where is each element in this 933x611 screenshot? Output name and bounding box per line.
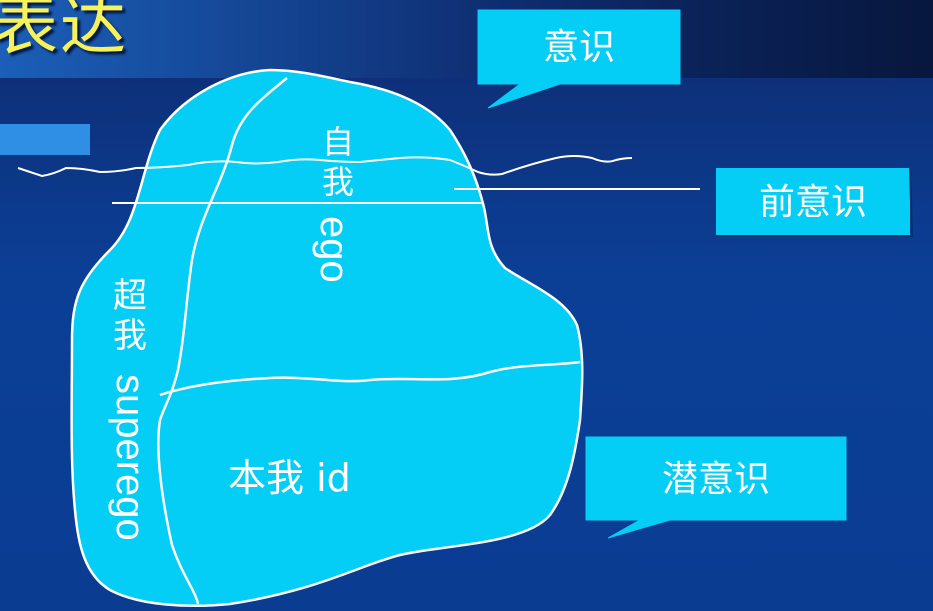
ego-chinese-label: 自我 (321, 123, 354, 201)
superego-english-label: superego (108, 374, 152, 541)
id-boundary-line (159, 360, 581, 397)
ego-english-label: ego (312, 216, 356, 283)
conscious-label: 意识 (542, 27, 615, 68)
ego-superego-divider (157, 77, 288, 605)
waterline (17, 155, 633, 178)
unconscious-callout-shape (585, 436, 847, 539)
preconscious-box-shadow (716, 167, 914, 237)
title-band (0, 0, 933, 78)
preconscious-label: 前意识 (758, 182, 867, 223)
superego-chinese-label: 超我 (113, 276, 147, 356)
unconscious-label: 潜意识 (661, 459, 770, 500)
id-label: 本我 id (228, 456, 351, 500)
slide-title: 表达 (0, 0, 128, 64)
accent-bar (0, 124, 90, 155)
preconscious-box (716, 168, 910, 236)
conscious-callout-shape (477, 9, 681, 109)
